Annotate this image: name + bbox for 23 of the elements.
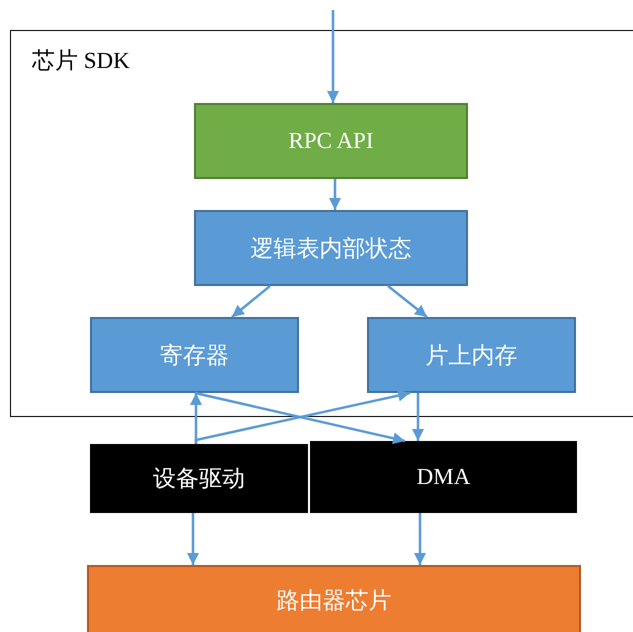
arrow [327, 10, 339, 103]
process-box [90, 444, 308, 513]
arrow [231, 285, 271, 318]
box-label: 设备驱动 [153, 465, 245, 493]
box-label: 寄存器 [160, 342, 229, 370]
arrow [329, 179, 341, 210]
process-box [90, 317, 299, 393]
box-label: 路由器芯片 [276, 586, 392, 614]
box-label: 片上内存 [426, 342, 518, 370]
arrow [412, 393, 424, 441]
process-box [367, 317, 576, 393]
box-label: DMA [416, 464, 470, 490]
container-title: 芯片 SDK [32, 47, 130, 75]
arrow [414, 513, 426, 565]
arrow [387, 285, 428, 318]
box-label: RPC API [288, 128, 374, 154]
box-label: 逻辑表内部状态 [250, 234, 412, 262]
process-box [194, 103, 468, 179]
container-frame [10, 30, 633, 417]
process-box [310, 441, 577, 513]
process-box [194, 210, 468, 286]
process-box [87, 565, 581, 632]
arrow [187, 513, 199, 565]
